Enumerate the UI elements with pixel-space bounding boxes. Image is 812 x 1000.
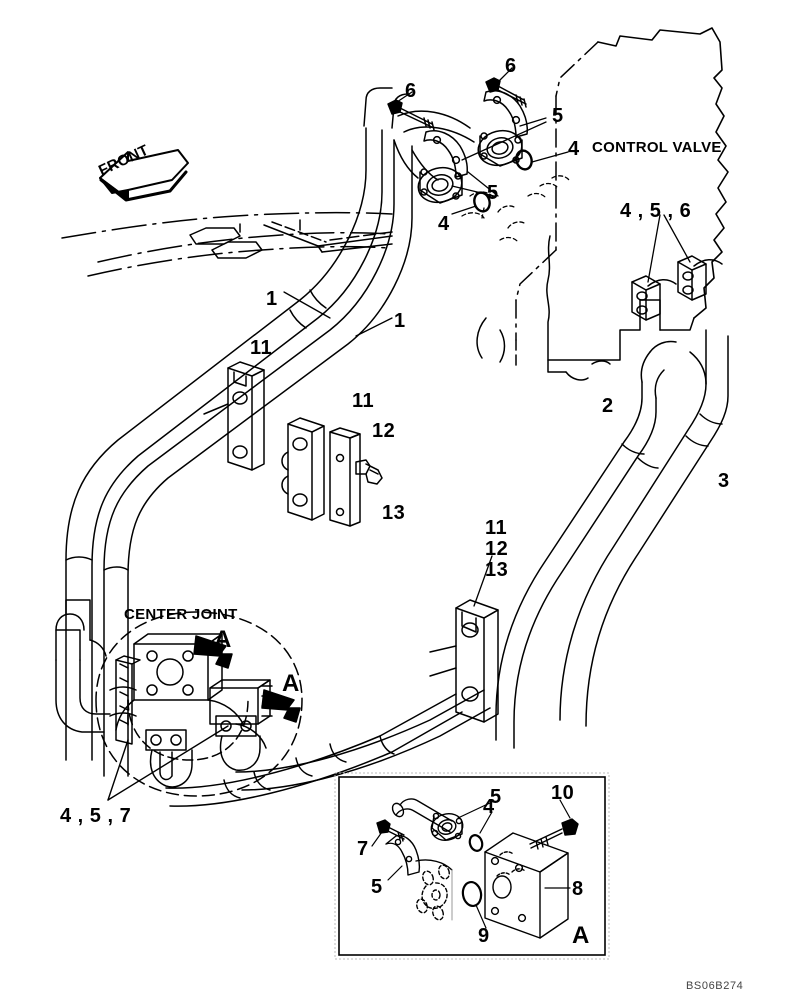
callout-11-mid: 11 xyxy=(352,390,375,412)
detail-callout-5-top: 5 xyxy=(490,786,502,808)
front-arrow-icon xyxy=(99,149,189,202)
section-arrow-a-2 xyxy=(261,689,301,723)
lower-hose-pair xyxy=(165,689,491,807)
callout-11-12-13: 11 12 13 xyxy=(485,518,508,580)
bolt-6-left xyxy=(387,99,435,131)
callout-6-left: 6 xyxy=(405,80,417,102)
valve-port-face xyxy=(461,175,570,243)
callout-1-left: 1 xyxy=(266,288,278,310)
callout-11: 11 xyxy=(485,517,508,539)
control-valve-body xyxy=(476,27,729,381)
section-arrow-label-a2: A xyxy=(282,670,300,697)
detail-callout-4: 4 xyxy=(483,796,495,818)
callout-11-left: 11 xyxy=(250,337,273,359)
callout-457: 4 , 5 , 7 xyxy=(60,805,132,827)
section-arrow-a-1 xyxy=(193,635,233,669)
callout-4-upper: 4 xyxy=(568,138,580,160)
callout-4-lower: 4 xyxy=(438,213,450,235)
callout-5-mid: 5 xyxy=(487,182,499,204)
machine-frame-outline xyxy=(61,211,393,277)
callout-456: 4 , 5 , 6 xyxy=(620,200,692,222)
callout-12b: 12 xyxy=(485,537,509,560)
clamp-assembly-456-right xyxy=(677,255,723,301)
section-arrow-label-a1: A xyxy=(214,626,232,653)
detail-box-label-a: A xyxy=(572,922,590,949)
clamp-bracket-11-left xyxy=(203,361,265,471)
callout-3: 3 xyxy=(718,470,730,492)
callout-13b: 13 xyxy=(485,558,509,581)
callout-6-right: 6 xyxy=(505,55,517,77)
center-joint-assembly xyxy=(55,599,303,797)
control-valve-label: CONTROL VALVE xyxy=(592,139,722,156)
bolt-6-right xyxy=(485,77,527,108)
detail-callout-10: 10 xyxy=(551,782,575,804)
callout-12: 12 xyxy=(372,420,396,442)
callout-2: 2 xyxy=(602,395,614,417)
callout-1-right: 1 xyxy=(394,310,406,332)
flat-plate-12 xyxy=(329,427,361,527)
split-flange-clamp-lower xyxy=(423,130,468,178)
detail-callout-5-left: 5 xyxy=(371,876,383,898)
clamp-assembly-456-left xyxy=(631,275,677,321)
leader-lines-457 xyxy=(107,725,229,801)
o-ring-4-upper xyxy=(515,149,533,171)
clamp-bracket-11-12-13-right xyxy=(429,599,499,723)
detail-callout-9: 9 xyxy=(478,925,490,947)
callout-5-right: 5 xyxy=(552,105,564,127)
bolt-13 xyxy=(355,459,383,485)
drawing-code: BS06B274 xyxy=(686,980,744,992)
hose-end-flange-lower xyxy=(363,87,463,204)
detail-callout-8: 8 xyxy=(572,878,584,900)
clamp-bracket-11-mid xyxy=(281,417,325,521)
leader-lines-upper xyxy=(283,67,569,337)
center-joint-label: CENTER JOINT xyxy=(124,606,238,623)
detail-callout-7: 7 xyxy=(357,838,369,860)
callout-13: 13 xyxy=(382,502,406,524)
